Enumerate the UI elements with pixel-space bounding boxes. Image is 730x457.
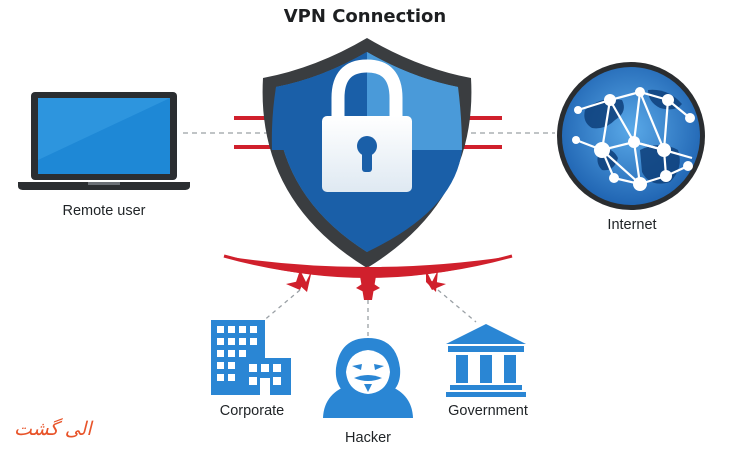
hacker-icon <box>323 338 413 418</box>
corporate-building-icon <box>211 320 291 395</box>
government-label: Government <box>448 403 528 419</box>
lock-icon <box>322 59 412 192</box>
laptop-icon <box>18 92 190 190</box>
globe-icon <box>557 62 705 210</box>
watermark-logo: الی گشت <box>14 418 92 440</box>
attack-impact-left <box>286 270 312 292</box>
diagram-title: VPN Connection <box>283 6 447 27</box>
internet-label: Internet <box>607 217 657 233</box>
hacker-label: Hacker <box>345 430 391 446</box>
attack-lines <box>261 289 477 336</box>
attack-impact-center <box>356 266 380 300</box>
remote-user-label: Remote user <box>62 203 146 219</box>
attack-impact-right <box>426 270 446 292</box>
corporate-label: Corporate <box>219 403 285 419</box>
tunnel-bars <box>234 116 502 149</box>
government-building-icon <box>446 324 526 397</box>
